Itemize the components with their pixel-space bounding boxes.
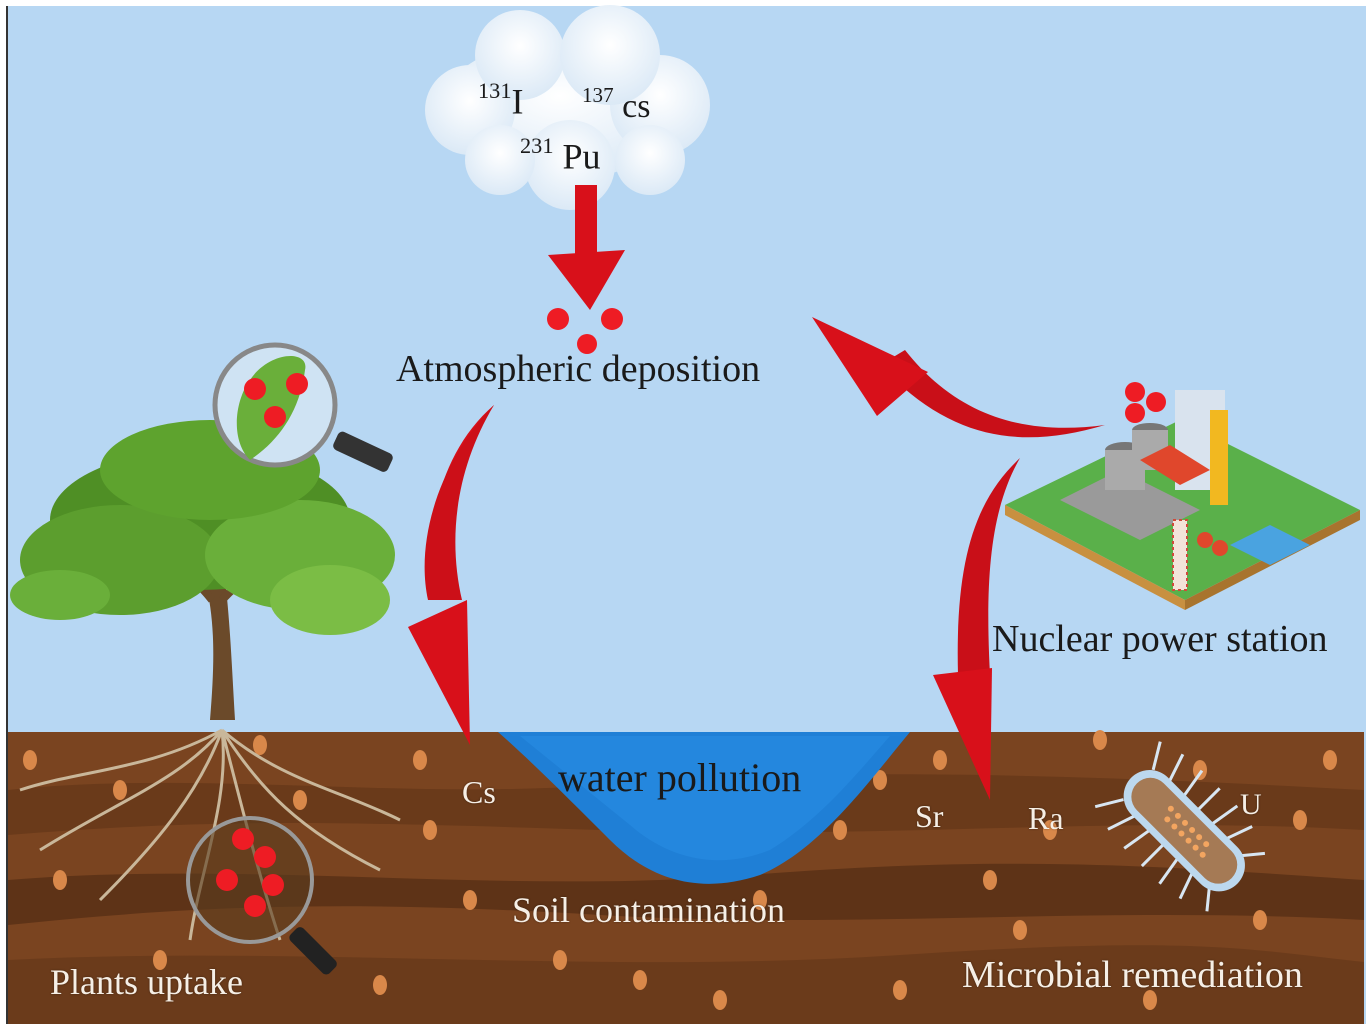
pebble [633, 970, 647, 990]
pebble [53, 870, 67, 890]
pebble [893, 980, 907, 1000]
tree-icon [10, 420, 395, 720]
isotope-cesium: 137 cs [582, 83, 651, 125]
pebble [553, 950, 567, 970]
deposition-particles [547, 308, 623, 354]
soil-pebbles [23, 730, 1337, 1010]
pebble [1253, 910, 1267, 930]
pebble [933, 750, 947, 770]
element-sr: Sr [915, 798, 944, 834]
pebble [23, 750, 37, 770]
bacterium-icon [1094, 741, 1266, 912]
isotope-iodine: 131I [478, 78, 524, 122]
pebble [463, 890, 477, 910]
pebble [1193, 760, 1207, 780]
pebble [423, 820, 437, 840]
arrow-station-to-soil [933, 458, 1020, 800]
pebble [753, 890, 767, 910]
pebble [1293, 810, 1307, 830]
isotope-plutonium: 231 Pu [520, 133, 601, 177]
label-water-pollution: water pollution [558, 755, 802, 800]
label-nuclear-power-station: Nuclear power station [992, 618, 1328, 660]
pebble [713, 990, 727, 1010]
pebble [113, 780, 127, 800]
label-atmospheric-deposition: Atmospheric deposition [396, 348, 761, 390]
arrow-deposition-to-soil [408, 405, 494, 745]
arrow-cloud-to-deposition [548, 185, 625, 310]
pebble [983, 870, 997, 890]
pebble [1093, 730, 1107, 750]
pebble [1013, 920, 1027, 940]
bacterium-granules [1164, 805, 1210, 858]
pebble [253, 735, 267, 755]
element-u: U [1240, 788, 1262, 821]
element-cs: Cs [462, 774, 496, 810]
label-soil-contamination: Soil contamination [512, 890, 785, 930]
pebble [153, 950, 167, 970]
emission-particles [1125, 382, 1166, 423]
pebble [833, 820, 847, 840]
leaf-magnifier-icon [212, 342, 393, 472]
pebble [1143, 990, 1157, 1010]
label-plants-uptake: Plants uptake [50, 962, 243, 1002]
pebble [873, 770, 887, 790]
arrow-station-to-atmosphere [812, 317, 1105, 438]
root-magnifier-icon [186, 816, 337, 975]
pebble [373, 975, 387, 995]
power-station-icon [1005, 390, 1360, 610]
pebble [1323, 750, 1337, 770]
pebble [1043, 820, 1057, 840]
label-microbial-remediation: Microbial remediation [962, 954, 1303, 996]
pebble [293, 790, 307, 810]
cloud-icon [425, 5, 710, 210]
element-ra: Ra [1028, 800, 1064, 836]
pebble [413, 750, 427, 770]
